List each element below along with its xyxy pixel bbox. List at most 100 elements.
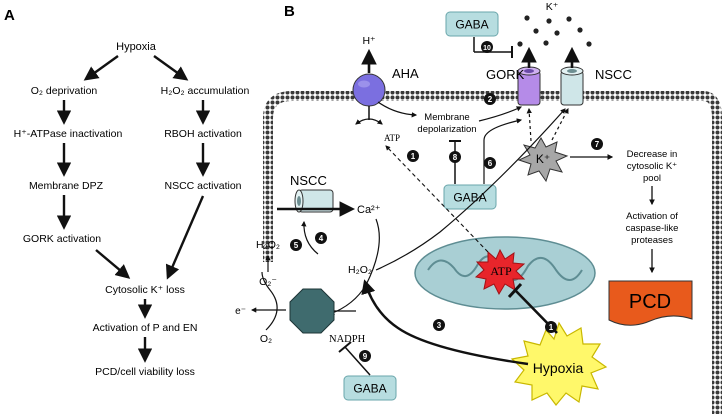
pcd-shape xyxy=(608,280,693,326)
step-10-marker xyxy=(481,41,493,53)
k-to-nscc-dashed-arrow xyxy=(551,108,569,141)
step-7-marker xyxy=(591,138,603,150)
atp-small-label: ATP xyxy=(384,133,400,143)
ca-to-rboh-arrow xyxy=(328,218,380,316)
a-right-step-1: H₂O₂ accumulation xyxy=(161,85,250,97)
step-4-marker xyxy=(315,232,327,244)
gaba-label-middle: GABA xyxy=(453,191,486,205)
gork-label: GORK xyxy=(486,67,525,82)
k-ion xyxy=(577,27,583,33)
panel-a: A Hypoxia O₂ deprivation H⁺-ATPase inact… xyxy=(4,7,250,378)
nadph-label: NADPH xyxy=(329,334,366,345)
caspase-line-3: proteases xyxy=(631,235,673,246)
gork-pore xyxy=(524,69,534,73)
a-left-step-3: Membrane DPZ xyxy=(29,180,104,192)
k-plus-top-label: K⁺ xyxy=(546,1,559,13)
a-bottom-step-3: PCD/cell viability loss xyxy=(95,366,195,378)
gaba-box-middle xyxy=(443,184,497,210)
step-1-number-bottom: 1 xyxy=(549,323,554,332)
decrease-pool-line-2: cytosolic K⁺ xyxy=(627,161,677,172)
step-1-number-top: 1 xyxy=(411,152,416,161)
electron-label: e⁻ xyxy=(235,306,246,317)
a-right-step-3: NSCC activation xyxy=(164,180,241,192)
caspase-line-1: Activation of xyxy=(626,211,678,222)
h2o2-to-nscc-activation-arrow xyxy=(301,220,319,255)
aha-highlight xyxy=(358,80,370,88)
gaba-box-top xyxy=(445,11,499,37)
nscc-top-pore xyxy=(567,69,577,73)
aha-pump xyxy=(352,73,386,107)
gaba-to-gork-arrow xyxy=(483,118,523,184)
caspase-line-2: caspase-like xyxy=(626,223,679,234)
plasma-membrane xyxy=(263,91,722,414)
k-ion xyxy=(546,18,552,24)
a-bottom-step-1: Cytosolic K⁺ loss xyxy=(105,284,185,296)
step-9-number: 9 xyxy=(363,352,368,361)
cytosolic-k-star xyxy=(517,137,569,183)
panel-b: B AHA H⁺ ATP GORK NSCC GABA 10 K⁺ xyxy=(235,1,722,414)
membrane-depolarization-line-1: Membrane xyxy=(424,112,469,123)
step-5-number: 5 xyxy=(294,241,299,250)
o2-to-superoxide-curve xyxy=(261,271,278,331)
k-ion xyxy=(554,30,560,36)
panel-a-arrows xyxy=(56,55,211,363)
membrane-depolarization-line-2: depolarization xyxy=(417,124,476,135)
gaba-label-bottom: GABA xyxy=(353,382,386,396)
aha-label: AHA xyxy=(392,66,419,81)
rboh-enzyme xyxy=(289,288,335,334)
aha-to-depolarization-arrow xyxy=(377,101,418,118)
step-6-number: 6 xyxy=(488,159,493,168)
step-3-number: 3 xyxy=(437,321,442,330)
step-10-number: 10 xyxy=(483,45,491,52)
decrease-pool-line-1: Decrease in xyxy=(627,149,678,160)
nscc-left-label: NSCC xyxy=(290,173,327,188)
gaba-label-top: GABA xyxy=(455,18,488,32)
gaba-9-inhibit-bar xyxy=(338,341,352,353)
k-ion xyxy=(533,28,539,34)
ca-label: Ca²⁺ xyxy=(357,204,381,216)
nscc-top-label: NSCC xyxy=(595,67,632,82)
step-8-marker xyxy=(449,151,461,163)
h2o2-right-label: H₂O₂ xyxy=(348,264,372,276)
a-left-step-2: H⁺-ATPase inactivation xyxy=(14,128,123,140)
step-2-marker xyxy=(484,93,496,105)
step-8-number: 8 xyxy=(453,153,458,162)
k-ion xyxy=(543,40,549,46)
hypoxia-to-h2o2-arrow xyxy=(361,279,529,366)
a-bottom-step-2: Activation of P and EN xyxy=(93,322,198,334)
hypoxia-star xyxy=(510,321,608,406)
h-plus-label: H⁺ xyxy=(362,35,376,47)
gaba-9-line xyxy=(344,346,371,376)
o2-label: O₂ xyxy=(260,333,272,345)
step-4-number: 4 xyxy=(319,234,324,243)
hypoxia-atp-inhibit-bar xyxy=(507,282,523,299)
depolarization-to-gork-arrow xyxy=(478,106,522,122)
k-star-label: K⁺ xyxy=(536,152,550,166)
k-to-gork-dashed-arrow xyxy=(526,107,532,142)
aha-atp-curl xyxy=(355,118,383,125)
atp-burst-label: ATP xyxy=(490,264,512,278)
decrease-pool-line-3: pool xyxy=(643,173,661,184)
o2-radical-label: O₂⁻ xyxy=(259,276,277,288)
step-2-number: 2 xyxy=(488,95,493,104)
a-right-step-2: RBOH activation xyxy=(164,128,242,140)
hypoxia-label: Hypoxia xyxy=(533,360,584,376)
h2o2-left-label: H₂O₂ xyxy=(256,239,280,251)
k-ion xyxy=(524,15,530,21)
step-5-marker xyxy=(290,239,302,251)
k-ion-cloud xyxy=(517,15,592,47)
atp-burst-star xyxy=(474,248,526,296)
step-3-marker xyxy=(433,319,445,331)
step-6-marker xyxy=(484,157,496,169)
atp-dashed-arrow xyxy=(385,145,489,253)
a-left-step-4: GORK activation xyxy=(23,233,101,245)
k-ion xyxy=(586,41,592,47)
nscc-top-channel xyxy=(560,70,584,106)
a-left-step-1: O₂ deprivation xyxy=(31,85,98,97)
k-ion xyxy=(566,16,572,22)
h2o2-to-nscc-arrow xyxy=(375,108,566,271)
panel-a-label: A xyxy=(4,7,15,24)
hypoxia-root: Hypoxia xyxy=(116,41,157,53)
pcd-label: PCD xyxy=(629,291,671,313)
